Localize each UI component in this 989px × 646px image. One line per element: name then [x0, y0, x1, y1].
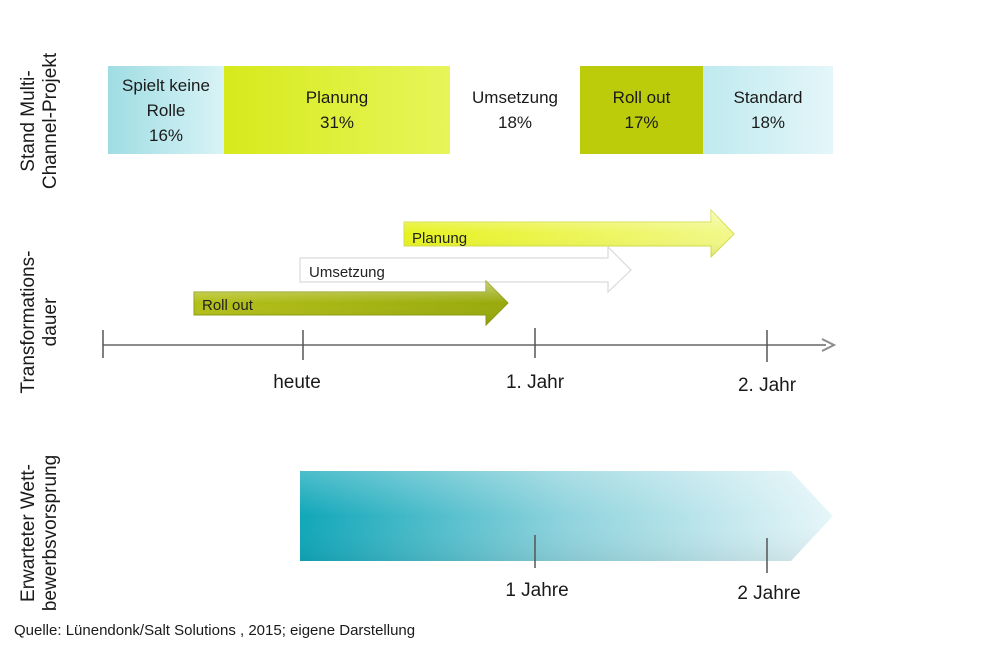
segment-percent: 17% — [624, 113, 659, 132]
segment-roll-out: Roll out 17% — [580, 66, 703, 154]
segment-percent: 16% — [148, 125, 184, 145]
arrow-planung: Planung — [403, 208, 735, 259]
segment-label: Standard — [733, 88, 803, 107]
segment-label: Umsetzung — [472, 88, 558, 107]
arrow-umsetzung: Umsetzung — [299, 245, 632, 294]
timeline-axis — [102, 328, 837, 362]
segment-planung: Planung 31% — [224, 66, 450, 154]
source-note: Quelle: Lünendonk/Salt Solutions , 2015;… — [14, 622, 416, 639]
segment-standard: Standard 18% — [703, 66, 833, 154]
arrow-roll-out-label: Roll out — [202, 297, 254, 314]
segment-label: Rolle — [146, 100, 186, 120]
tick-label-2-jahr: 2. Jahr — [737, 375, 797, 396]
advantage-arrow — [300, 470, 834, 573]
advantage-label-2: 2 Jahre — [737, 583, 801, 604]
segment-umsetzung: Umsetzung 18% — [450, 66, 580, 154]
tick-label-heute: heute — [273, 372, 321, 393]
advantage-label-1: 1 Jahre — [505, 580, 569, 601]
arrow-roll-out: Roll out — [193, 279, 509, 327]
segment-label: Spielt keine — [122, 75, 210, 95]
segment-label: Planung — [305, 88, 369, 107]
segment-percent: 18% — [497, 113, 533, 132]
segment-spielt-keine-rolle: Spielt keine Rolle 16% — [108, 66, 224, 154]
tick-label-1-jahr: 1. Jahr — [505, 372, 565, 393]
segment-label: Roll out — [612, 88, 671, 107]
segment-percent: 18% — [750, 113, 786, 132]
arrow-planung-label: Planung — [412, 230, 467, 247]
segment-percent: 31% — [319, 113, 355, 132]
arrow-umsetzung-label: Umsetzung — [309, 264, 385, 281]
